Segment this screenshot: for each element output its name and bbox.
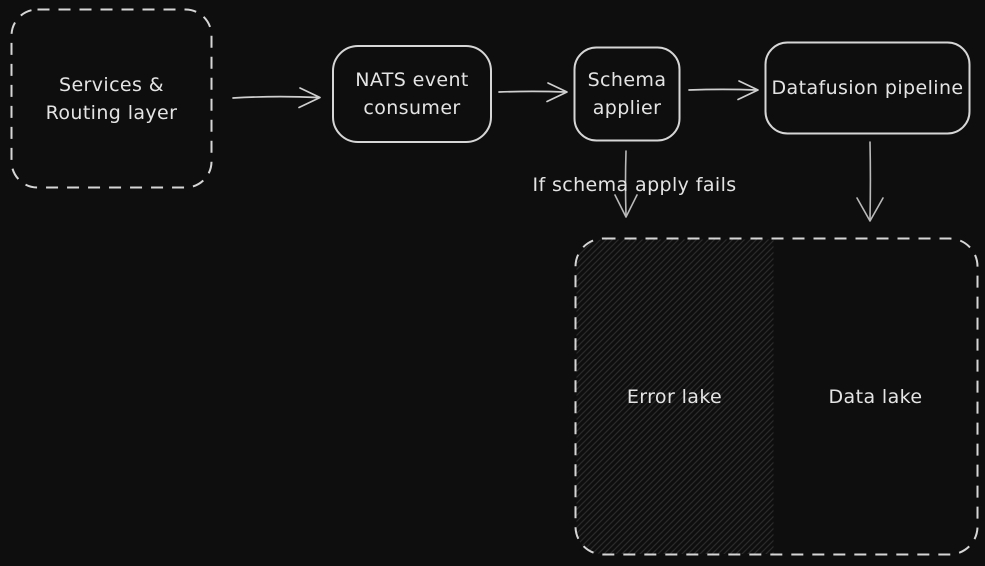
datafusion-pipeline-label: Datafusion pipeline — [771, 76, 964, 99]
nats-consumer-label: NATS event consumer — [355, 69, 469, 119]
error-lake-fill — [576, 239, 774, 554]
arrow-nats-to-schema — [498, 82, 568, 103]
arrow-services-to-nats — [232, 87, 321, 109]
schema-fail-annotation: If schema apply fails — [532, 174, 737, 196]
services-routing-label: Services & Routing layer — [45, 73, 178, 124]
services-routing-box — [10, 8, 213, 189]
lake-container-box — [574, 237, 979, 556]
arrow-schema-to-error-lake — [614, 150, 638, 218]
error-lake-label: Error lake — [626, 385, 723, 408]
datafusion-pipeline-box — [764, 41, 971, 135]
schema-applier-box — [573, 46, 681, 142]
data-lake-label: Data lake — [828, 385, 923, 408]
arrow-schema-to-datafusion — [688, 80, 759, 101]
schema-applier-label: Schema applier — [587, 68, 667, 119]
nats-consumer-box — [332, 45, 492, 143]
arrow-datafusion-to-data-lake — [856, 141, 884, 222]
